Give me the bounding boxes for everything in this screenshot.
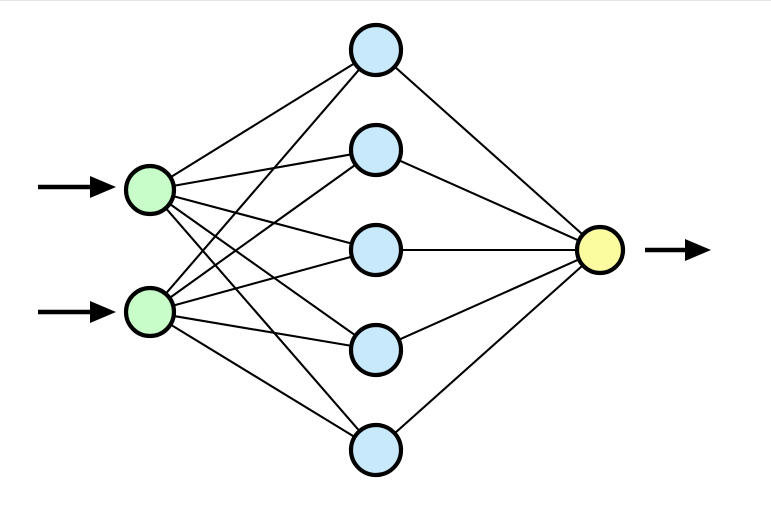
edge-i1-h5 <box>164 206 362 433</box>
hidden-node-4[interactable] <box>348 322 404 378</box>
edge-h5-o1 <box>392 263 585 436</box>
output-node-1[interactable] <box>574 224 626 276</box>
hidden-node-2[interactable] <box>348 122 404 178</box>
edge-i1-h4 <box>167 202 358 338</box>
top-rule-divider <box>0 0 771 1</box>
io-arrows-group <box>38 176 711 323</box>
edge-i2-h3 <box>171 255 354 307</box>
edge-i2-h1 <box>163 67 362 296</box>
edge-i2-h2 <box>167 162 358 300</box>
nodes-group <box>123 22 626 478</box>
edge-h1-o1 <box>392 64 585 237</box>
edge-i2-h4 <box>171 314 354 348</box>
input-node-1[interactable] <box>123 163 177 217</box>
edge-i1-h1 <box>168 61 357 179</box>
output-arrow-1-head <box>685 239 711 261</box>
edges-group <box>163 61 585 439</box>
hidden-node-1[interactable] <box>348 22 404 78</box>
hidden-node-3[interactable] <box>348 222 404 278</box>
edge-h2-o1 <box>396 158 581 243</box>
input-arrow-2-head <box>90 301 116 323</box>
edge-i1-h3 <box>171 194 354 245</box>
input-node-2[interactable] <box>123 285 177 339</box>
edge-h4-o1 <box>396 257 581 342</box>
input-arrow-1-head <box>90 176 116 198</box>
hidden-node-5[interactable] <box>348 422 404 478</box>
edge-i2-h5 <box>168 322 357 439</box>
edge-i1-h2 <box>171 153 354 188</box>
